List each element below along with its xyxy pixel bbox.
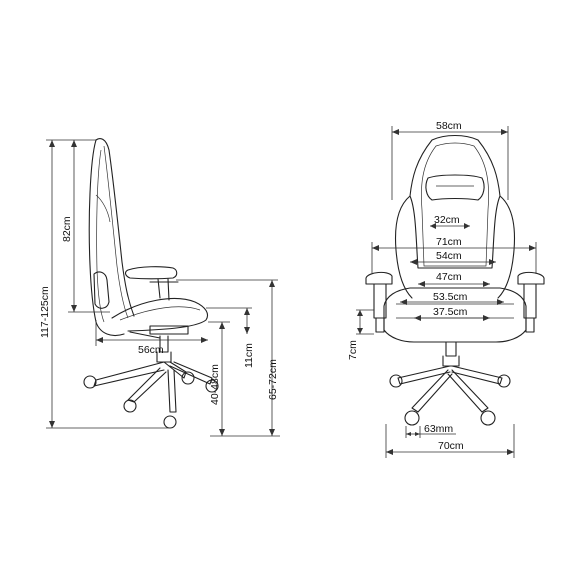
seat-height-label: 40-48cm: [209, 364, 221, 405]
base-diameter-label: 70cm: [438, 440, 464, 452]
armrest-adjust-label: 11cm: [243, 343, 255, 368]
overall-width-label: 58cm: [436, 120, 462, 132]
backrest-lower-width-label: 47cm: [436, 271, 462, 283]
total-height-label: 117-125cm: [39, 286, 51, 338]
seat-width-label: 53.5cm: [433, 291, 468, 303]
backrest-mid-width-label: 54cm: [436, 250, 462, 262]
front-view-dimensions: 58cm 32cm 71cm 54cm 47cm 53.5cm 37.5cm: [347, 120, 537, 458]
side-view-chair: [83, 138, 219, 429]
armrest-outer-width-label: 71cm: [436, 236, 462, 248]
backrest-top-width-label: 32cm: [434, 214, 460, 226]
armrest-height-label: 65-72cm: [267, 359, 279, 400]
armrest-travel-label: 7cm: [347, 340, 359, 360]
backrest-height-label: 82cm: [61, 216, 73, 242]
side-view-dimensions: 117-125cm 82cm 56cm 40-48cm 11cm 65-72c: [39, 139, 280, 437]
seat-depth-label: 56cm: [138, 344, 164, 356]
seat-inner-width-label: 37.5cm: [433, 306, 468, 318]
caster-size-label: 63mm: [424, 423, 453, 435]
